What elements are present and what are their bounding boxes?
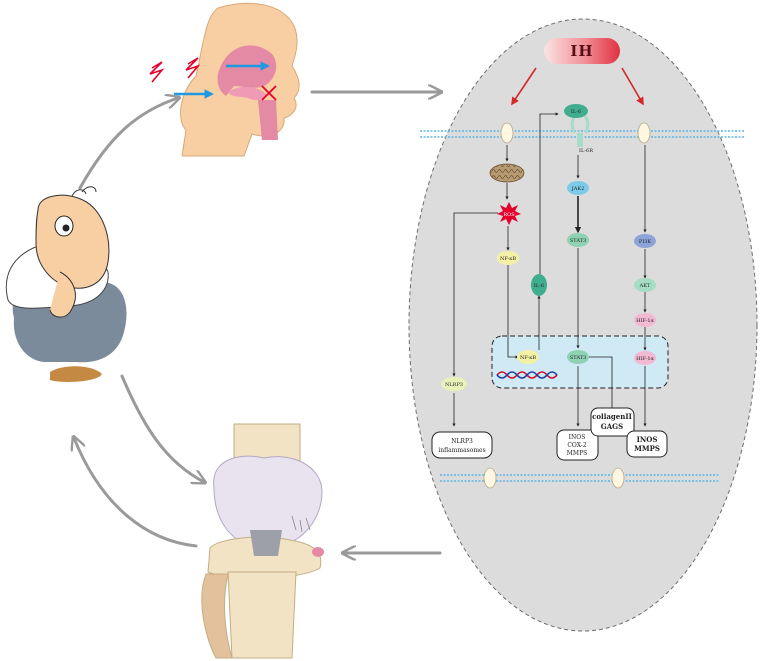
output-inos-cox2-mmps: INOS COX-2 MMPS: [556, 429, 599, 461]
node-pi3k: PI3K: [634, 234, 656, 248]
svg-text:NF-κB: NF-κB: [500, 256, 516, 262]
svg-text:NLRP3: NLRP3: [451, 438, 473, 445]
svg-text:STAT3: STAT3: [570, 355, 586, 361]
cell-membrane-bottom: [440, 467, 720, 489]
node-il6-top: IL-6: [564, 104, 588, 118]
ih-badge-pill: [544, 38, 620, 64]
node-nfkb-nucleus: NF-κB: [517, 350, 539, 364]
node-nfkb-cyto: NF-κB: [497, 251, 519, 265]
person-arm: [49, 271, 76, 318]
nasal-cavity: [217, 45, 277, 96]
ih-arrow-right: [621, 67, 644, 106]
ih-badge-label: IH: [570, 42, 593, 60]
svg-text:JAK2: JAK2: [571, 186, 585, 192]
il6-receptor-stem: [577, 133, 583, 147]
svg-text:INOS: INOS: [637, 435, 658, 444]
svg-text:STAT3: STAT3: [570, 238, 586, 244]
svg-text:NLRP3: NLRP3: [445, 382, 463, 388]
ros-label: ROS: [503, 212, 515, 218]
svg-text:MMPS: MMPS: [634, 444, 660, 453]
node-nlrp3: NLRP3: [441, 377, 467, 391]
fibula: [201, 573, 233, 659]
ih-arrow-left: [511, 67, 537, 106]
output-collagen-gags: collagenII GAGS: [590, 407, 635, 437]
ih-badge: IH: [544, 38, 620, 64]
snore-mark-2: [185, 57, 201, 79]
arrow-person-to-knee: [120, 374, 204, 482]
label-il6r: IL-6R: [579, 148, 593, 154]
obese-person-illustration: [5, 186, 127, 382]
node-stat3-mid: STAT3: [567, 233, 589, 247]
person-shoe: [50, 366, 102, 382]
middle-pathway-arrows: [574, 155, 613, 427]
svg-text:COX-2: COX-2: [567, 442, 586, 449]
node-jak2: JAK2: [567, 181, 589, 195]
meniscus: [250, 530, 282, 556]
node-hif-top: HIF-1α: [634, 313, 656, 327]
svg-text:HIF-1α: HIF-1α: [636, 356, 654, 362]
left-pathway-arrows: [452, 112, 559, 427]
svg-text:AKT: AKT: [639, 283, 651, 289]
membrane-channel-bottom-left: [483, 467, 497, 489]
person-hair: [71, 186, 97, 197]
svg-text:IL-6: IL-6: [571, 109, 581, 115]
svg-text:collagenII: collagenII: [592, 412, 632, 421]
cell: IH ROS: [408, 18, 758, 632]
arrow-person-to-airway: [78, 98, 178, 190]
output-nlrp3-inflammasomes: NLRP3 inflammasomes: [431, 431, 493, 459]
cartilage-damage: [291, 515, 311, 533]
svg-text:GAGS: GAGS: [601, 422, 623, 431]
snore-mark-1: [149, 61, 165, 83]
knee-joint-illustration: [201, 423, 324, 659]
output-inos-mmps: INOS MMPS: [626, 430, 668, 458]
ros-burst: [497, 202, 521, 225]
svg-text:INOS: INOS: [569, 434, 586, 441]
pharynx: [258, 100, 278, 140]
arrow-knee-to-person: [74, 438, 198, 548]
head-airway-illustration: [149, 2, 300, 157]
airway-obstruction-mark: [261, 85, 277, 101]
membrane-channel-bottom-right: [611, 467, 625, 489]
synovial-inflammation: [312, 547, 324, 557]
mitochondrion: [489, 163, 525, 183]
node-akt: AKT: [634, 278, 656, 292]
membrane-channel-left: [500, 122, 514, 144]
tibia-shaft: [227, 571, 297, 659]
person-head: [35, 194, 110, 289]
svg-text:PI3K: PI3K: [639, 239, 652, 245]
node-il6-mid: IL-6: [531, 274, 547, 296]
oral-cavity: [228, 86, 266, 101]
svg-text:IL-6: IL-6: [534, 283, 544, 289]
cell-membrane-top: [420, 115, 745, 147]
svg-text:inflammasomes: inflammasomes: [438, 447, 485, 454]
dna-strand: [496, 371, 558, 379]
membrane-channel-right: [637, 122, 651, 144]
svg-text:NF-κB: NF-κB: [520, 355, 536, 361]
cycle-arrows: [74, 92, 440, 553]
svg-text:HIF-1α: HIF-1α: [636, 318, 654, 324]
node-hif-nucleus: HIF-1α: [634, 351, 656, 365]
node-stat3-nucleus: STAT3: [567, 350, 589, 364]
person-pupil: [62, 224, 70, 232]
svg-text:MMPS: MMPS: [567, 450, 587, 457]
